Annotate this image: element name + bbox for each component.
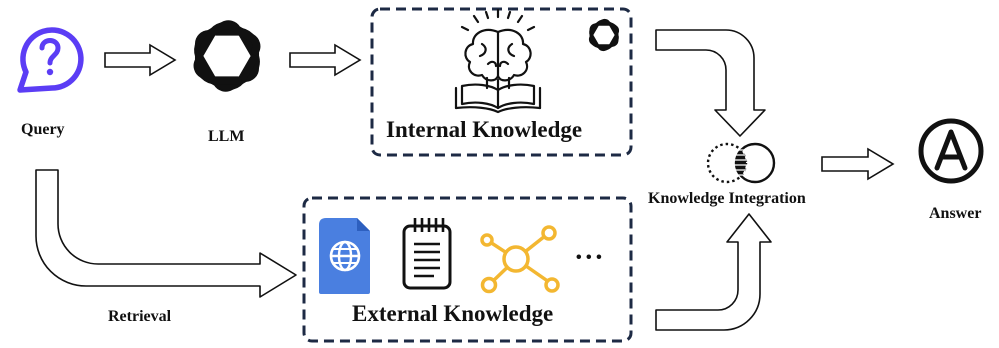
openai-logo-icon — [192, 19, 262, 92]
arrow-query-external — [35, 169, 297, 298]
internal-knowledge-box — [370, 7, 633, 157]
internal-knowledge-label: Internal Knowledge — [386, 117, 583, 142]
more-ellipsis: • • • — [576, 249, 602, 266]
knowledge-integration-label: Knowledge Integration — [648, 190, 806, 207]
external-knowledge-label: External Knowledge — [352, 301, 554, 326]
retrieval-label: Retrieval — [108, 308, 172, 325]
web-document-icon — [319, 218, 370, 294]
question-icon — [17, 27, 84, 93]
openai-small-icon — [586, 16, 622, 54]
arrow-llm-internal — [289, 43, 362, 77]
overlap-circles-icon — [706, 142, 776, 184]
external-knowledge-box — [302, 196, 633, 343]
arrow-integration-answer — [821, 147, 895, 181]
answer-label: Answer — [929, 205, 982, 222]
arrow-internal-integration — [655, 29, 766, 137]
answer-a-icon — [918, 118, 984, 184]
arrow-external-integration — [655, 213, 772, 331]
network-graph-icon — [480, 225, 560, 294]
query-label: Query — [21, 121, 65, 138]
llm-label: LLM — [208, 128, 245, 145]
arrow-query-llm — [104, 43, 177, 77]
notepad-icon — [402, 218, 452, 290]
brain-book-icon — [454, 8, 542, 114]
